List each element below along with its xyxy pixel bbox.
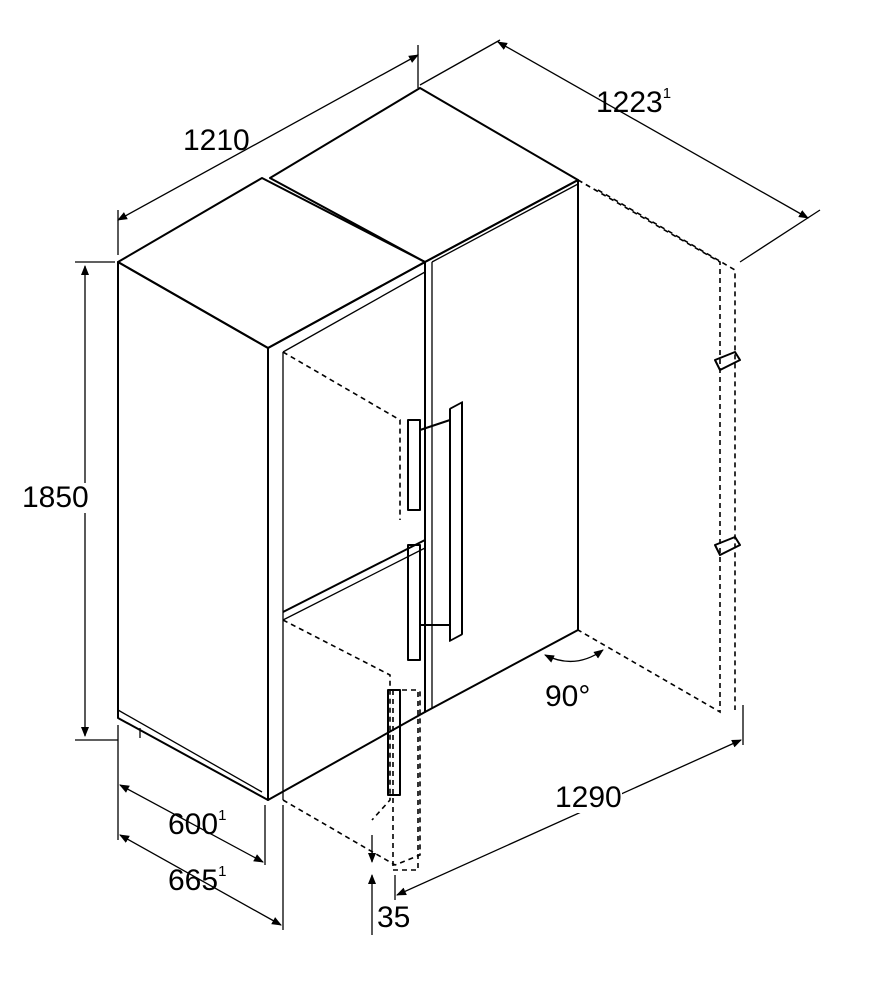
opening-width-value: 1290 — [555, 781, 622, 814]
open-depth-value: 1223 — [596, 86, 663, 119]
height-label: 1850 — [22, 483, 89, 513]
door-angle-value: 90° — [545, 680, 591, 713]
door-offset-value: 35 — [377, 901, 411, 934]
open-depth-label: 12231 — [596, 85, 672, 119]
right-unit — [269, 87, 579, 713]
open-doors-dashed — [282, 179, 741, 871]
door-angle-label: 90° — [545, 682, 590, 712]
left-unit — [117, 177, 426, 801]
door-handles — [387, 401, 463, 796]
door-offset-label: 35 — [377, 903, 410, 933]
footnote-marker: 1 — [218, 863, 227, 880]
opening-width-label: 1290 — [555, 783, 622, 813]
footnote-marker: 1 — [218, 807, 227, 824]
door-depth-value: 665 — [168, 864, 219, 897]
body-depth-value: 600 — [168, 808, 219, 841]
width-value: 1210 — [183, 124, 250, 157]
body-depth-label: 6001 — [168, 807, 227, 841]
footnote-marker: 1 — [662, 85, 672, 102]
angle-arc — [544, 649, 604, 663]
door-depth-label: 6651 — [168, 863, 227, 897]
height-value: 1850 — [22, 481, 89, 514]
dimension-lines — [75, 39, 821, 935]
width-label: 1210 — [183, 126, 250, 156]
